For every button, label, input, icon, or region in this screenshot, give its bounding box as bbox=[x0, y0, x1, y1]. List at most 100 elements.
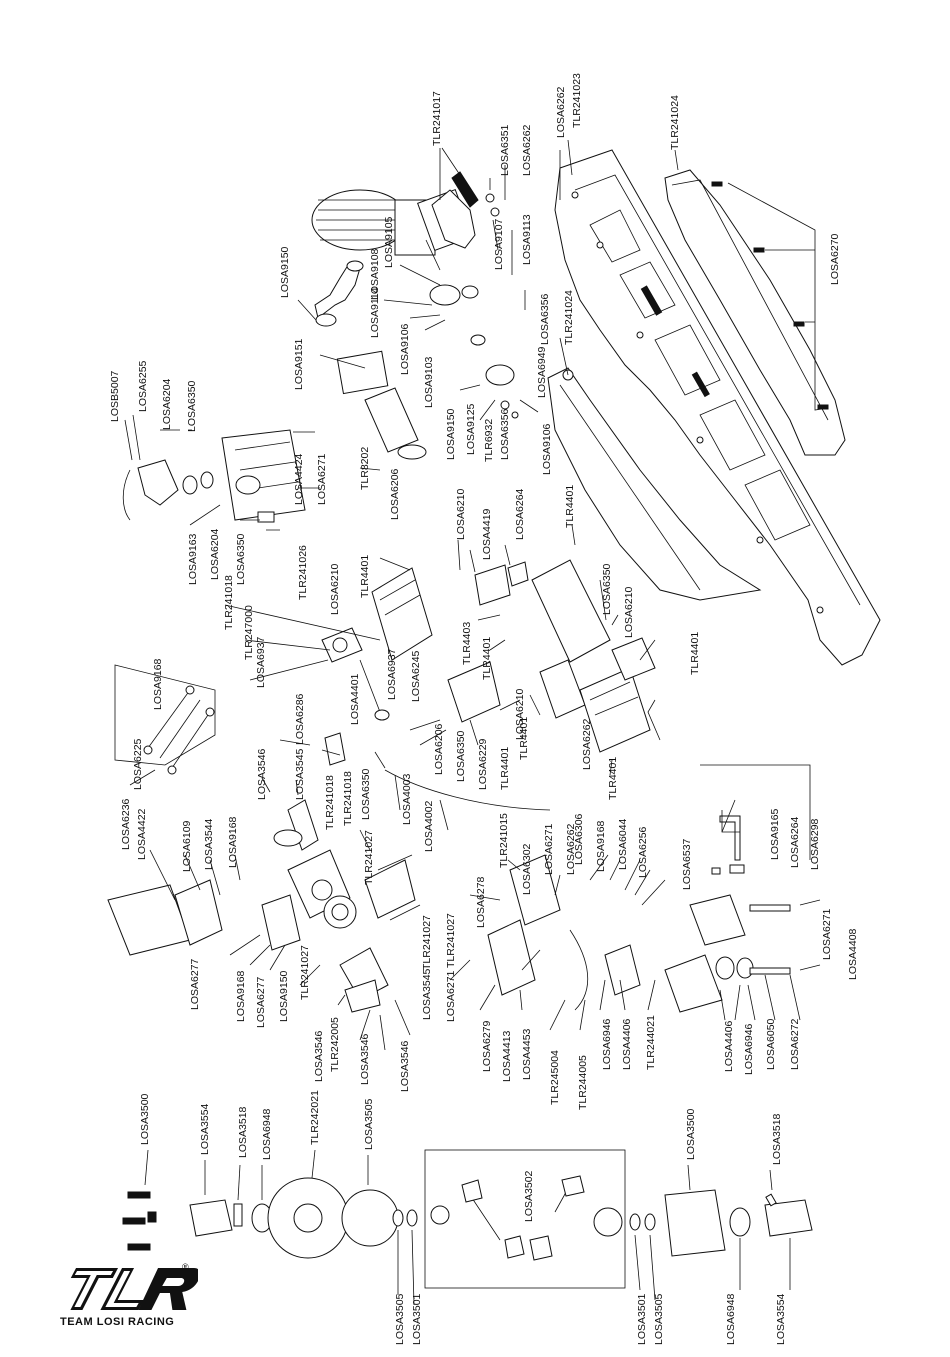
part-label: LOSA6270 bbox=[829, 233, 841, 285]
part-label: TLR241018 bbox=[223, 575, 235, 630]
part-label: LOSA4422 bbox=[136, 808, 148, 860]
part-label: LOSA6350 bbox=[601, 563, 613, 615]
part-label: TLR241027 bbox=[445, 913, 457, 968]
part-label: LOSA6271 bbox=[821, 908, 833, 960]
part-label: LOSA6210 bbox=[623, 586, 635, 638]
part-label: LOSA4424 bbox=[293, 453, 305, 505]
part-label: TLR241015 bbox=[498, 813, 510, 868]
part-label: LOSA4406 bbox=[723, 1020, 735, 1072]
part-label: LOSA3505 bbox=[363, 1098, 375, 1150]
part-label: LOSA3518 bbox=[237, 1106, 249, 1158]
part-label: LOSA6229 bbox=[477, 738, 489, 790]
part-label: TLR4401 bbox=[481, 637, 493, 680]
rear-arm bbox=[664, 815, 791, 1013]
front-bulkhead bbox=[261, 849, 357, 951]
part-label: TLR4403 bbox=[461, 622, 473, 665]
part-label: LOSA6109 bbox=[181, 820, 193, 872]
part-label: LOSA6236 bbox=[120, 798, 132, 850]
part-label: LOSA3546 bbox=[313, 1030, 325, 1082]
part-label: LOSA9165 bbox=[769, 808, 781, 860]
part-drawings bbox=[107, 149, 881, 1289]
leader-lines bbox=[114, 139, 829, 1306]
part-label: TLR241026 bbox=[297, 545, 309, 600]
part-label: LOSA3546 bbox=[359, 1033, 371, 1085]
part-label: LOSA4003 bbox=[401, 773, 413, 825]
part-label: LOSA9114 bbox=[369, 287, 381, 338]
part-label: LOSA6356 bbox=[539, 293, 551, 345]
part-label: LOSA6278 bbox=[475, 876, 487, 928]
part-label: LOSA6306 bbox=[573, 813, 585, 865]
tlr-logo: ® TEAM LOSI RACING bbox=[58, 1262, 198, 1342]
tool-wrench bbox=[711, 810, 745, 875]
part-label: TLR6932 bbox=[483, 419, 495, 462]
part-label: TLR241024 bbox=[669, 95, 681, 150]
part-label: LOSA6255 bbox=[137, 360, 149, 412]
part-label: LOSA9168 bbox=[152, 658, 164, 710]
part-label: LOSA9168 bbox=[235, 970, 247, 1022]
clutch-parts bbox=[429, 193, 519, 419]
part-label: TLR8202 bbox=[359, 447, 371, 490]
team-losi-racing-tagline: TEAM LOSI RACING bbox=[60, 1316, 175, 1328]
tlr-logo-mark bbox=[70, 1268, 198, 1310]
part-label: LOSA9168 bbox=[227, 816, 239, 868]
part-label: LOSA6277 bbox=[255, 976, 267, 1028]
part-label: LOSA6537 bbox=[681, 838, 693, 890]
part-label: LOSA6350 bbox=[455, 730, 467, 782]
part-label: LOSA4406 bbox=[621, 1018, 633, 1070]
chassis-plate bbox=[554, 149, 881, 666]
part-label: LOSA9125 bbox=[465, 403, 477, 455]
part-label: LOSA4401 bbox=[349, 673, 361, 725]
part-label: LOSA4419 bbox=[481, 508, 493, 560]
fuel-tank bbox=[221, 429, 306, 523]
part-label: LOSA6264 bbox=[514, 488, 526, 540]
part-label: LOSA6204 bbox=[209, 528, 221, 580]
part-label: LOSA6245 bbox=[410, 650, 422, 702]
part-label: LOSA6298 bbox=[809, 818, 821, 870]
part-label: LOSA6350 bbox=[235, 533, 247, 585]
part-label: TLR247000 bbox=[243, 605, 255, 660]
part-label: LOSA3502 bbox=[523, 1170, 535, 1222]
part-label: TLR4401 bbox=[499, 747, 511, 790]
part-label: LOSA3518 bbox=[771, 1113, 783, 1165]
part-label: LOSA3544 bbox=[203, 818, 215, 870]
part-label: LOSA6356 bbox=[499, 408, 511, 460]
part-label: LOSA6350 bbox=[360, 768, 372, 820]
exhaust bbox=[314, 260, 427, 460]
part-label: LOSA9106 bbox=[541, 423, 553, 475]
part-label: TLR4401 bbox=[518, 717, 530, 760]
part-label: TLR241027 bbox=[421, 915, 433, 970]
fuel-cap bbox=[122, 459, 214, 521]
part-label: LOSA6948 bbox=[725, 1293, 737, 1345]
part-label: LOSA9108 bbox=[369, 248, 381, 300]
part-label: TLR4401 bbox=[359, 555, 371, 598]
part-label: LOSA9113 bbox=[521, 214, 533, 265]
part-label: LOSA6277 bbox=[189, 958, 201, 1010]
part-label: LOSA9151 bbox=[293, 338, 305, 390]
steering-parts bbox=[273, 732, 346, 851]
part-label: TLR242021 bbox=[309, 1090, 321, 1145]
part-label: TLR241018 bbox=[342, 771, 354, 826]
part-label: LOSA6272 bbox=[789, 1018, 801, 1070]
servo-saver bbox=[321, 627, 501, 723]
engine-mount bbox=[431, 171, 479, 249]
part-label: LOSA3505 bbox=[394, 1293, 406, 1345]
part-label: LOSA4408 bbox=[847, 928, 859, 980]
part-label: LOSA9150 bbox=[279, 246, 291, 298]
front-bumper bbox=[107, 879, 223, 956]
part-label: TLR244021 bbox=[645, 1015, 657, 1070]
part-label: TLR4401 bbox=[689, 632, 701, 675]
part-label: LOSA6210 bbox=[455, 488, 467, 540]
part-label: LOSA6937 bbox=[255, 636, 267, 688]
part-label: TLR241027 bbox=[299, 945, 311, 1000]
part-label: LOSA6225 bbox=[132, 738, 144, 790]
part-label: LOSA6271 bbox=[316, 453, 328, 505]
part-label: LOSA6044 bbox=[617, 818, 629, 870]
part-label: LOSA6946 bbox=[601, 1018, 613, 1070]
part-label: LOSA3554 bbox=[775, 1293, 787, 1345]
radio-tray bbox=[474, 559, 656, 753]
part-label: LOSA3501 bbox=[636, 1293, 648, 1345]
part-label: LOSA9107 bbox=[493, 218, 505, 270]
part-label: LOSA3546 bbox=[399, 1040, 411, 1092]
